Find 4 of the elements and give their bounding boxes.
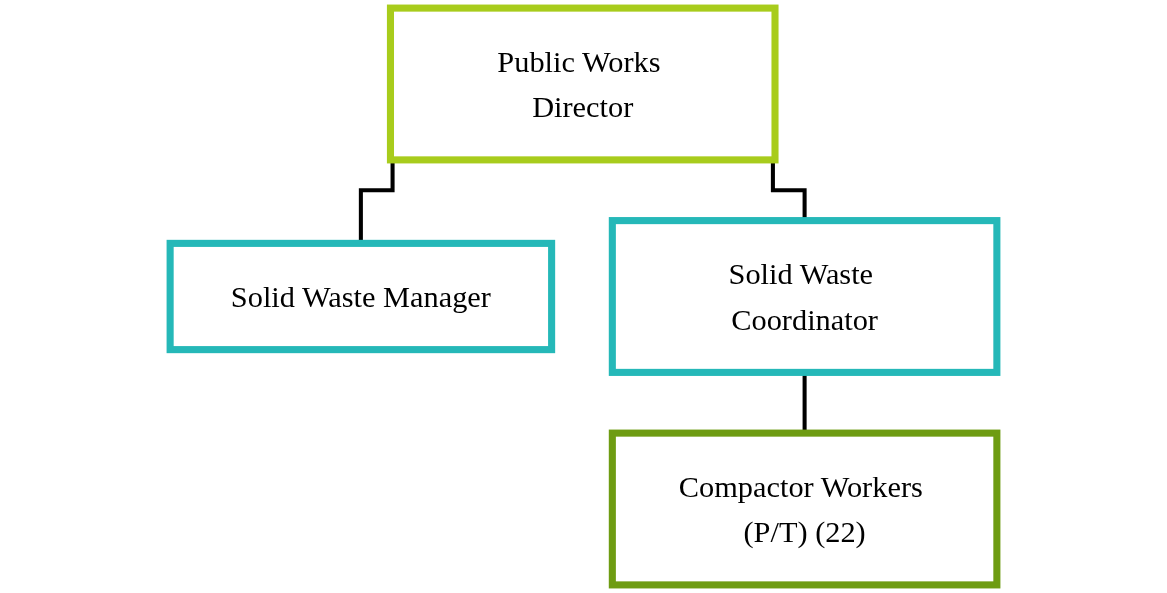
node-box: Solid Waste Coordinator [608,217,1001,376]
node-box: Public Works Director [386,4,779,164]
node-box: Compactor Workers (P/T) (22) [608,429,1001,589]
node-box: Solid Waste Manager [166,239,556,354]
